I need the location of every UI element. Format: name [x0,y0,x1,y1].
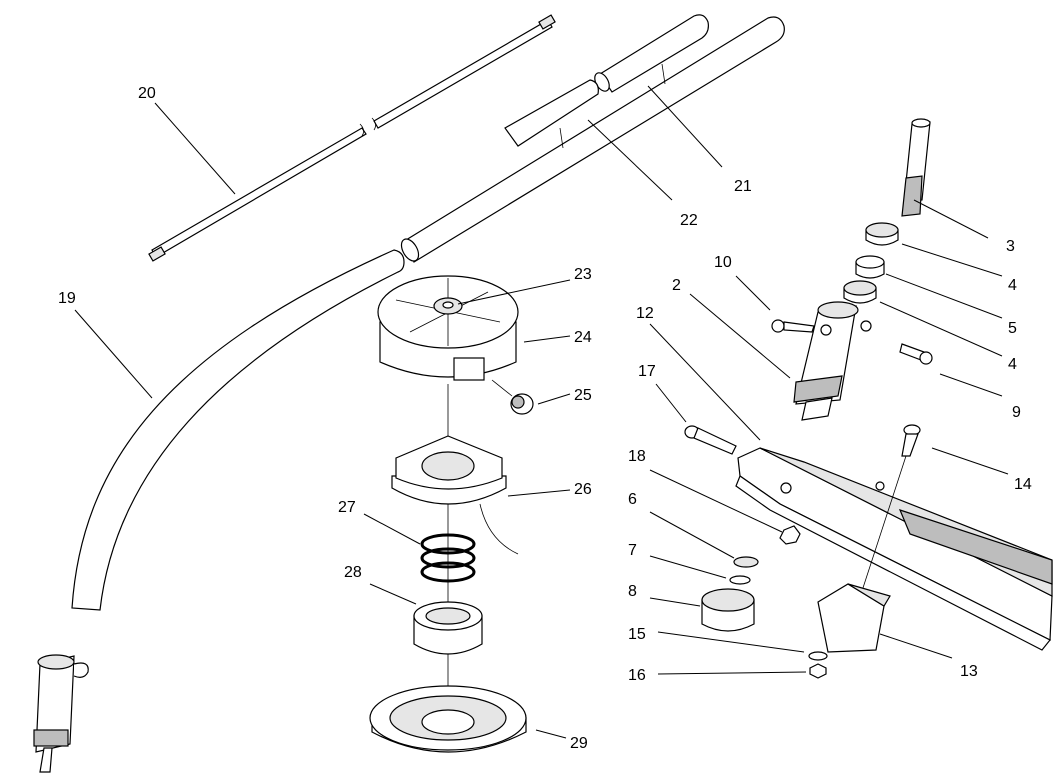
callout-21: 21 [734,178,752,195]
callout-9: 9 [1012,404,1021,421]
part-26-spool [391,435,519,555]
callout-26: 26 [574,481,592,498]
part-4-bearing-lower [843,280,877,304]
part-13-shield-plate [817,583,891,653]
part-12-bracket [735,447,1053,651]
callout-29: 29 [570,735,588,752]
part-9-screw [899,343,933,365]
callout-25: 25 [574,387,592,404]
callout-6: 6 [628,491,637,508]
part-19-curved-tube [71,249,405,611]
part-7-washer [729,575,751,585]
callout-10: 10 [714,254,732,271]
callout-4-upper: 4 [1008,277,1017,294]
part-4-bearing-upper [865,222,899,246]
leader-lines [74,85,1009,739]
callout-3: 3 [1006,238,1015,255]
callout-2: 2 [672,277,681,294]
part-23-center-cap [433,297,463,315]
callouts: 20 19 21 22 23 24 25 26 27 28 29 3 4 5 4… [58,85,1032,752]
part-10-screw [771,319,815,333]
callout-28: 28 [344,564,362,581]
callout-14: 14 [1014,476,1032,493]
callout-8: 8 [628,583,637,600]
callout-24: 24 [574,329,592,346]
part-25-bushing [491,379,534,415]
part-24-housing [377,275,519,381]
lower-clamp-assembly [33,654,89,773]
callout-5: 5 [1008,320,1017,337]
callout-17: 17 [638,363,656,380]
part-27-spring [420,533,476,583]
callout-23: 23 [574,266,592,283]
part-29-base [369,685,527,753]
callout-22: 22 [680,212,698,229]
part-16-nut [809,663,827,679]
callout-27: 27 [338,499,356,516]
callout-18: 18 [628,448,646,465]
callout-7: 7 [628,542,637,559]
callout-16: 16 [628,667,646,684]
part-3-screw [901,118,931,217]
callout-15: 15 [628,626,646,643]
part-17-screw [684,425,737,455]
part-20-drive-shaft [148,14,556,262]
callout-4-lower: 4 [1008,356,1017,373]
part-28-cap [413,601,483,655]
part-22-shaft-tube [400,16,785,263]
callout-12: 12 [636,305,654,322]
part-5-spacer [855,255,885,279]
part-6-washer [733,556,759,568]
part-2-gear-housing [793,301,872,421]
part-18-nut [779,525,801,545]
part-15-washer [808,651,828,661]
callout-19: 19 [58,290,76,307]
part-8-collar [701,588,755,632]
callout-20: 20 [138,85,156,102]
callout-13: 13 [960,663,978,680]
